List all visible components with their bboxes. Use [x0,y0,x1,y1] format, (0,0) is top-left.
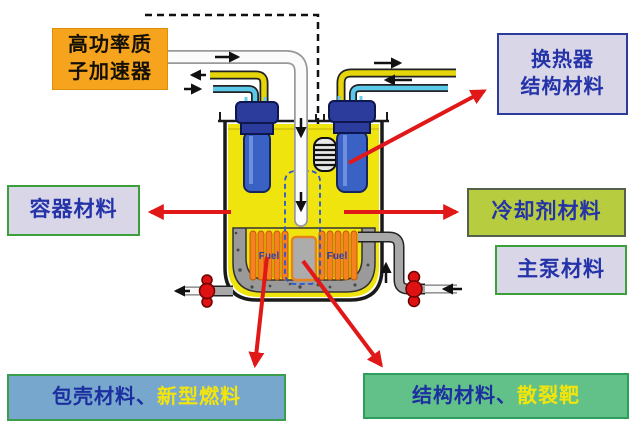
coolant-material-box: 冷却剂材料 [467,188,626,237]
proton-beam-tube [161,50,308,227]
heat-exchanger-label-line1: 换热器 [531,49,594,71]
beam-dashed-line [145,13,320,135]
left-unit-pipes [184,69,269,102]
coolant-material-label: 冷却剂材料 [491,200,602,224]
accelerator-label-line2: 子加速器 [68,61,152,83]
fuel-assembly-left: Fuel [249,230,289,281]
heat-exchanger-material-box: 换热器 结构材料 [497,33,628,115]
pump-material-box: 主泵材料 [495,245,627,295]
pump-unit-left [235,97,279,193]
vessel-material-box: 容器材料 [7,185,140,236]
beam-window-capsule [313,137,337,172]
cladding-material-label: 包壳材料、 [52,386,157,408]
spallation-target-label: 散裂靶 [517,384,580,407]
fuel-label-left: Fuel [259,251,280,262]
fuel-assembly-right: Fuel [318,230,358,281]
pump-material-label: 主泵材料 [517,257,605,281]
pump-unit-right [328,96,376,193]
heat-exchanger-label-line2: 结构材料 [520,76,605,98]
cladding-fuel-box: 包壳材料、 新型燃料 [7,374,286,421]
beam-guide-dashed-outline [284,170,321,285]
pointer-arrows [147,89,487,369]
valve-right [405,270,423,308]
arrow-to-structure-box [301,259,383,368]
arrow-to-cladding-box [248,256,269,369]
outlet-pipe-left [173,274,233,308]
fuel-label-right: Fuel [327,251,348,262]
structure-target-box: 结构材料、 散裂靶 [363,373,629,419]
new-fuel-label: 新型燃料 [157,386,241,408]
structure-material-label: 结构材料、 [412,384,517,407]
vessel-material-label: 容器材料 [29,198,118,222]
accelerator-label-box: 高功率质 子加速器 [52,28,168,90]
arrow-to-heat-exchanger-box [348,89,487,165]
outlet-pipe-right [358,231,462,308]
accelerator-label-line1: 高功率质 [68,34,152,56]
right-unit-pipes [336,57,456,102]
valve-left [198,274,216,308]
